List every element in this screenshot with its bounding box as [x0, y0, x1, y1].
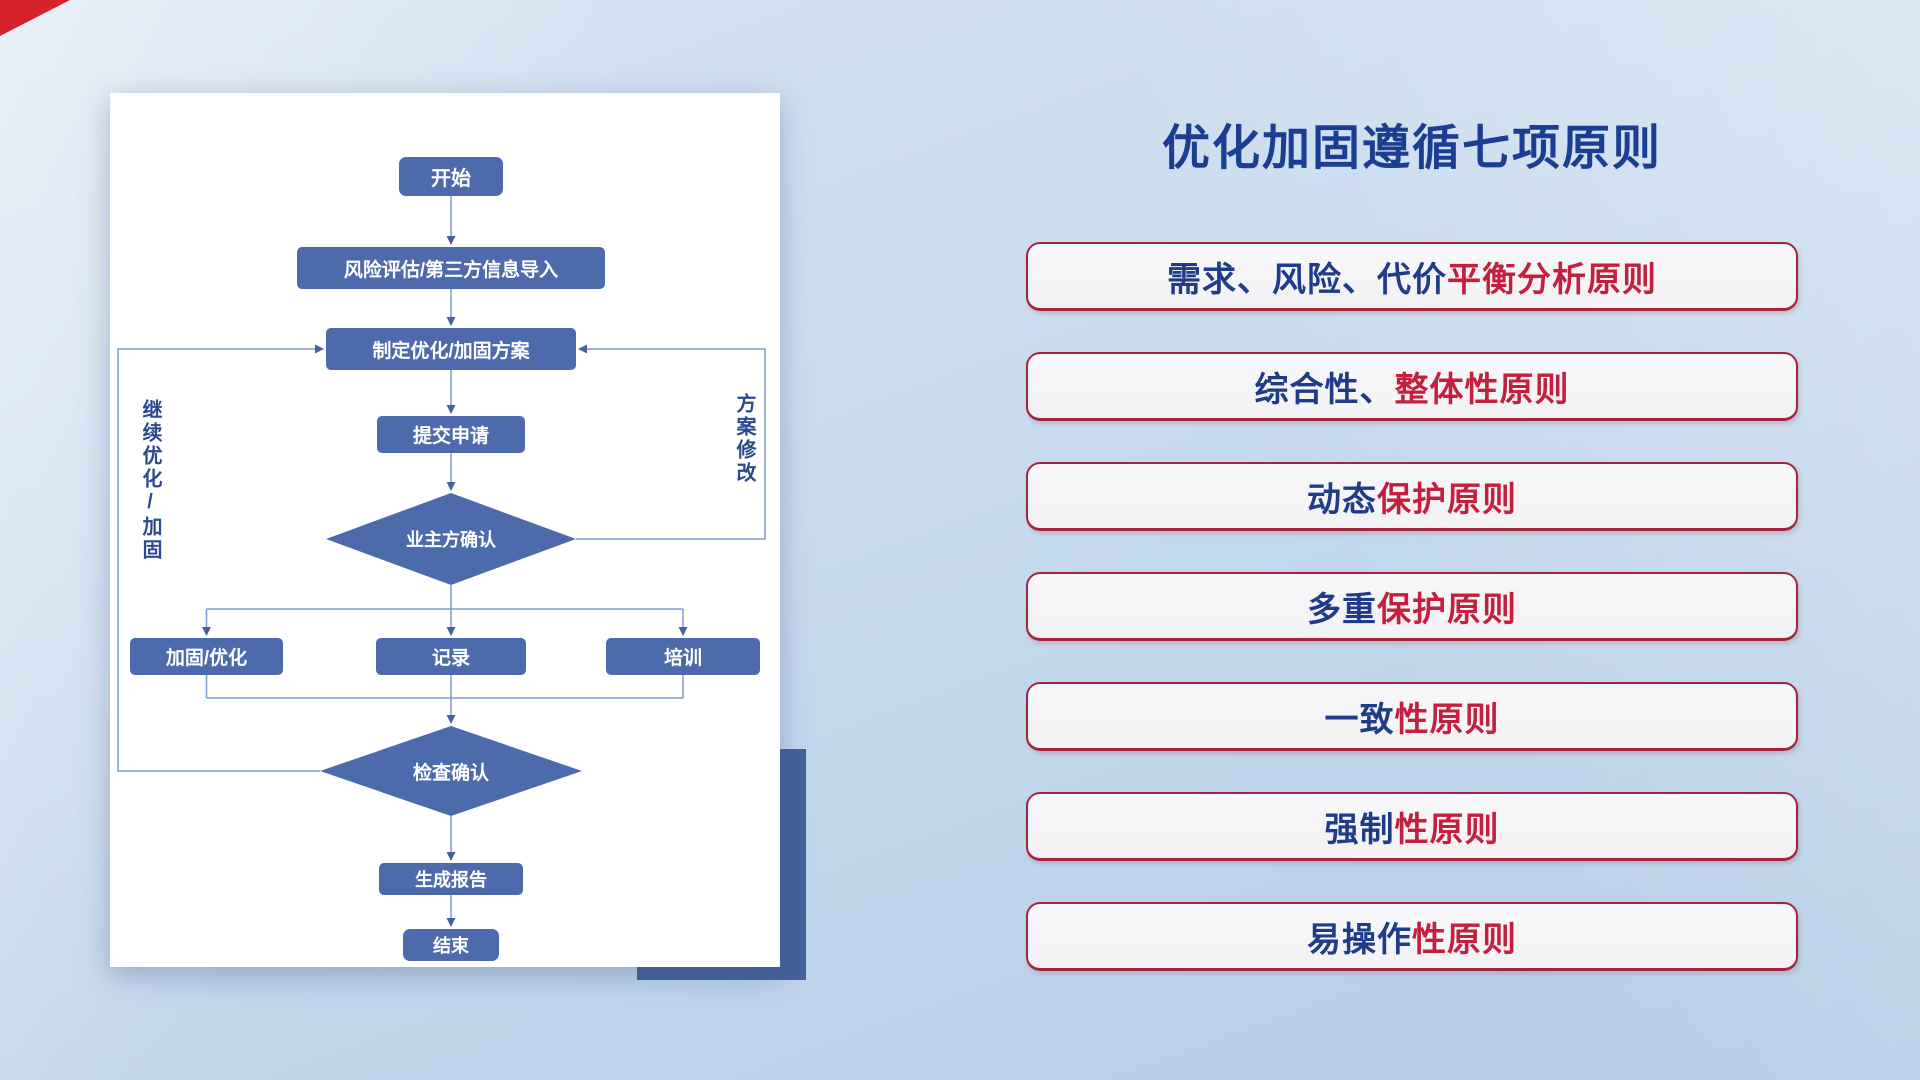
principles-list: 需求、风险、代价平衡分析原则 综合性、整体性原则 动态保护原则 多重保护原则 一…	[1026, 242, 1798, 971]
flow-node-label: 制定优化/加固方案	[372, 340, 530, 362]
flow-node-reinforce: 加固/优化	[130, 638, 283, 675]
principle-segment: 保护原则	[1377, 590, 1517, 629]
principle-segment: 保护原则	[1377, 480, 1517, 519]
principle-segment: 动态	[1307, 480, 1377, 519]
flow-node-label: 开始	[431, 168, 471, 190]
principle-text: 需求、风险、代价平衡分析原则	[1167, 252, 1657, 301]
flow-node-label: 风险评估/第三方信息导入	[343, 259, 559, 281]
principle-box: 多重保护原则	[1026, 572, 1798, 641]
principle-box: 易操作性原则	[1026, 902, 1798, 971]
principle-box: 需求、风险、代价平衡分析原则	[1026, 242, 1798, 311]
flow-node-make-plan: 制定优化/加固方案	[326, 328, 576, 370]
flow-decision-owner-confirm: 业主方确认	[326, 493, 576, 585]
principle-box: 强制性原则	[1026, 792, 1798, 861]
flow-node-label: 记录	[431, 648, 470, 669]
principle-segment: 性原则	[1394, 810, 1500, 849]
flow-node-label: 培训	[663, 648, 702, 669]
principle-text: 多重保护原则	[1307, 582, 1517, 631]
principles-panel: 优化加固遵循七项原则 需求、风险、代价平衡分析原则 综合性、整体性原则 动态保护…	[1026, 0, 1798, 1080]
flowchart-card: 开始 风险评估/第三方信息导入 制定优化/加固方案 提交申请 业主方确认 加固/…	[110, 93, 780, 967]
principle-segment: 强制	[1324, 810, 1395, 849]
principle-segment: 性原则	[1394, 700, 1500, 739]
principle-text: 动态保护原则	[1307, 472, 1517, 521]
principle-segment: 需求、风险、代价	[1167, 260, 1447, 299]
flow-node-label: 生成报告	[415, 870, 487, 890]
principle-segment: 性原则	[1412, 920, 1517, 959]
principle-segment: 易操作	[1307, 920, 1412, 959]
loop-label-continue-optimize: 继续优化/加固	[139, 399, 161, 562]
principle-box: 综合性、整体性原则	[1026, 352, 1798, 421]
flow-decision-check-confirm: 检查确认	[320, 726, 582, 816]
principle-box: 动态保护原则	[1026, 462, 1798, 531]
principle-text: 综合性、整体性原则	[1255, 362, 1570, 411]
principle-segment: 综合性、	[1254, 370, 1395, 409]
flow-node-label: 结束	[433, 936, 469, 956]
principle-segment: 整体性原则	[1394, 370, 1570, 409]
flow-node-training: 培训	[606, 638, 760, 675]
principle-text: 一致性原则	[1325, 692, 1500, 741]
flow-node-report: 生成报告	[379, 863, 523, 895]
principle-text: 易操作性原则	[1307, 912, 1517, 961]
principle-segment: 平衡分析原则	[1447, 260, 1657, 299]
principle-text: 强制性原则	[1325, 802, 1500, 851]
flow-node-record: 记录	[376, 638, 526, 675]
principle-box: 一致性原则	[1026, 682, 1798, 751]
flow-node-label: 检查确认	[412, 762, 489, 784]
flow-node-risk-import: 风险评估/第三方信息导入	[297, 247, 605, 289]
flow-node-end: 结束	[403, 929, 499, 961]
flow-node-start: 开始	[399, 157, 503, 196]
flow-node-label: 业主方确认	[406, 530, 496, 550]
loop-label-plan-revise: 方案修改	[733, 393, 755, 485]
flow-node-label: 提交申请	[412, 426, 489, 447]
corner-accent-shape	[0, 0, 70, 36]
principle-segment: 多重	[1307, 590, 1377, 629]
flow-node-submit: 提交申请	[377, 416, 525, 453]
flow-node-label: 加固/优化	[165, 648, 248, 669]
principle-segment: 一致	[1324, 700, 1395, 739]
principles-title: 优化加固遵循七项原则	[1161, 122, 1662, 175]
